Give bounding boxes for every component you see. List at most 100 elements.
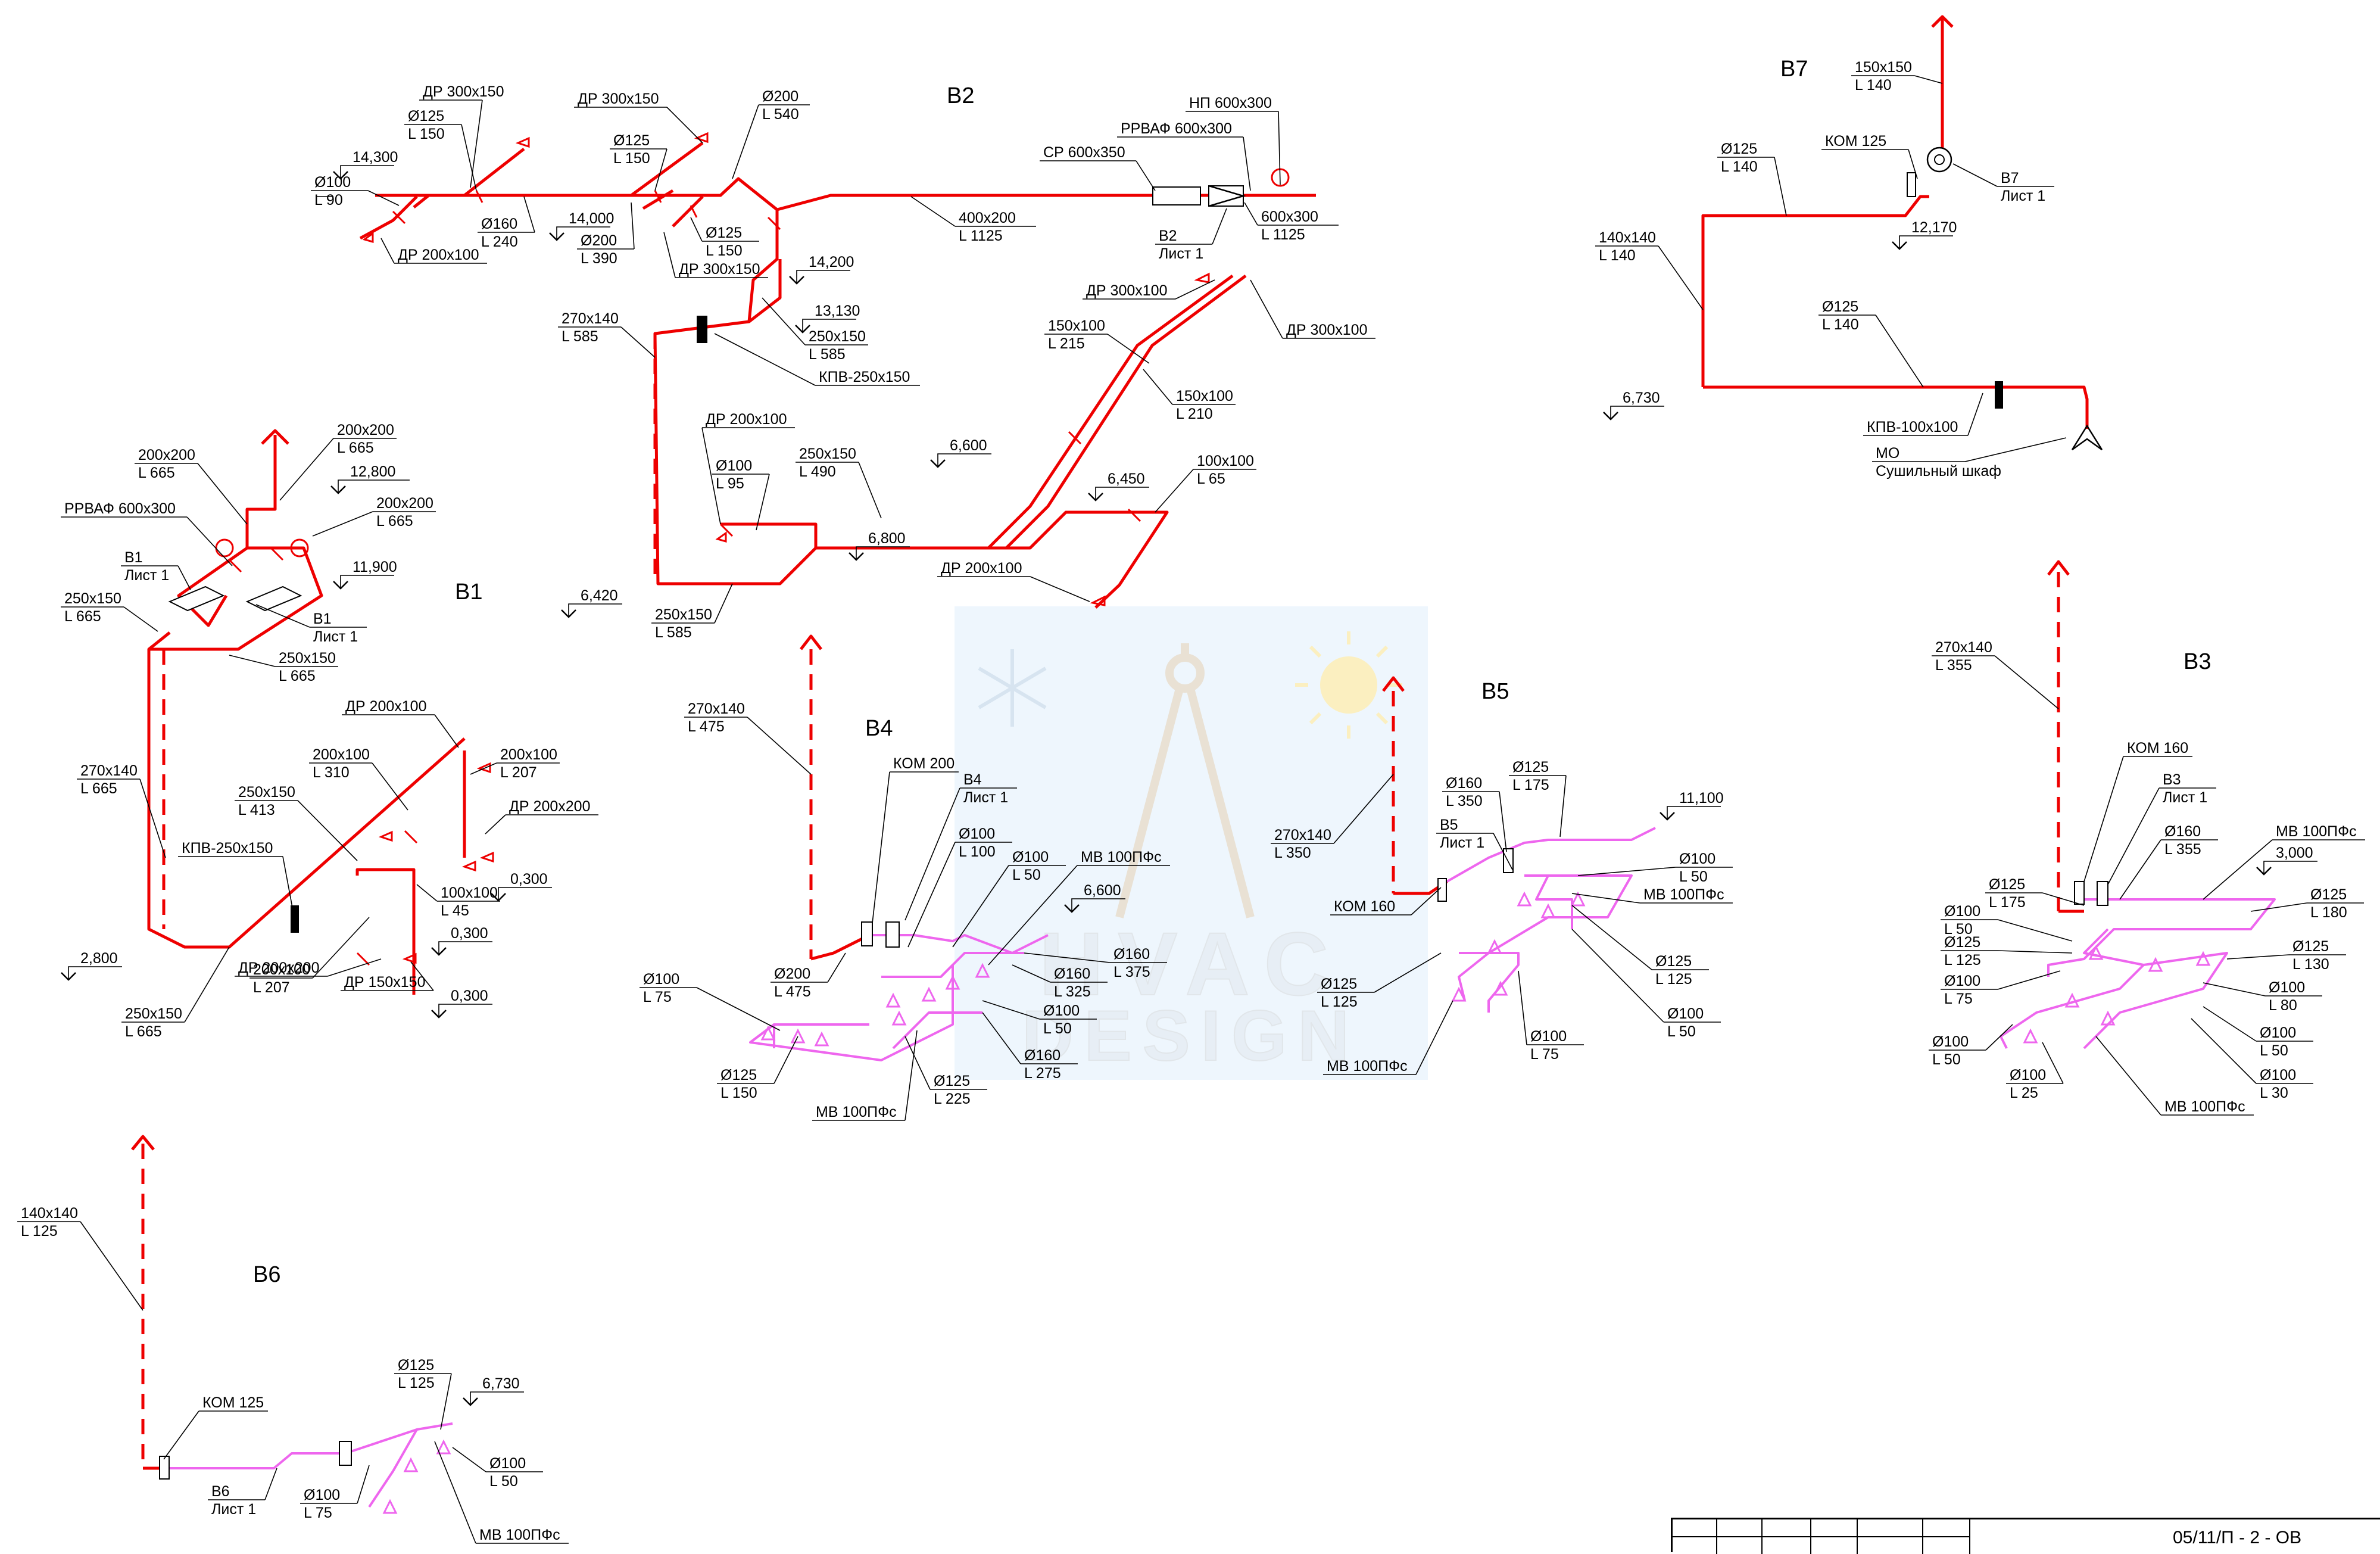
callout-text: 14,300 (353, 149, 398, 166)
callout-subtext: L 390 (581, 250, 617, 267)
callout: РРВАФ 600x300 (1117, 120, 1251, 191)
callout-subtext: L 25 (2010, 1085, 2038, 1101)
callout-text: МВ 100ПФс (816, 1104, 897, 1120)
callout-text: Ø160 (1054, 966, 1090, 982)
callout: 6,730 (1603, 390, 1664, 421)
callout-subtext: L 30 (2260, 1085, 2288, 1101)
title-block-divider (1673, 1536, 1970, 1537)
callout-text: РРВАФ 600x300 (64, 500, 176, 517)
elevation-leader (802, 319, 856, 332)
watermark-line2: DESIGN (1022, 996, 1360, 1076)
callout-subtext: L 210 (1176, 406, 1213, 422)
callout-leader (747, 717, 812, 775)
callout: 3,000 (2256, 845, 2317, 876)
callout-leader (1499, 791, 1507, 852)
compass-icon (1115, 643, 1255, 918)
callout: СР 600x350 (1040, 144, 1156, 191)
elevation-leader (1071, 898, 1125, 912)
callout-leader (416, 884, 438, 902)
callout: 12,170 (1892, 219, 1957, 250)
callout: 6,730 (463, 1375, 524, 1406)
elevation-leader (937, 453, 991, 467)
callout: 14,000 (549, 210, 614, 241)
callout-text: Ø100 (1530, 1028, 1567, 1045)
callout-leader (904, 1030, 918, 1121)
elevation-arrow-icon (333, 581, 348, 590)
callout-text: КПВ-250x150 (182, 840, 273, 857)
callout-text: 14,000 (569, 210, 614, 227)
callout-subtext: L 225 (934, 1091, 971, 1107)
callout-leader (701, 427, 721, 525)
callout-subtext: L 50 (1932, 1051, 1961, 1068)
callout-leader (2107, 787, 2160, 885)
callout-text: Ø125 (2292, 938, 2329, 955)
callout-text: В7 (2001, 170, 2019, 186)
fan-icon (1926, 147, 1952, 173)
callout-text: ДР 150x150 (344, 974, 425, 991)
callout-subtext: L 275 (1024, 1065, 1061, 1082)
diffuser-icons (2023, 945, 2211, 1044)
watermark: HVAC DESIGN (955, 606, 1428, 1080)
callout-text: Ø160 (1113, 946, 1150, 963)
callout-text: ДР 200x100 (941, 560, 1022, 577)
elevation-arrow-icon (333, 171, 348, 180)
callout-subtext: L 475 (774, 983, 811, 1000)
callout-text: Ø100 (2269, 979, 2305, 996)
callout-text: 100x100 (441, 885, 498, 901)
callout-text: 600x300 (1261, 208, 1318, 225)
callout-text: Ø125 (1512, 759, 1549, 776)
callout-text: Ø100 (1679, 851, 1715, 867)
elevation-arrow-icon (795, 325, 810, 334)
callout-leader (452, 1447, 486, 1472)
system-title-b7: В7 (1780, 57, 1808, 82)
callout-leader (1493, 833, 1513, 870)
callout-subtext: L 665 (337, 440, 374, 456)
callout-text: КОМ 200 (893, 755, 955, 772)
diffuser-icons (1451, 891, 1586, 1002)
system-b7 (1701, 15, 2103, 451)
callout-text: МВ 100ПФс (479, 1527, 560, 1543)
callout-leader (1278, 111, 1281, 185)
callout-leader (523, 196, 535, 233)
drawing-code: 05/11/П - 2 - ОВ (2173, 1528, 2302, 1547)
callout: 6,600 (1064, 882, 1125, 913)
callout-leader (666, 107, 703, 144)
callout-text: КОМ 160 (2127, 740, 2188, 756)
callout-text: Ø100 (959, 826, 995, 842)
callout-text: 270x140 (562, 310, 619, 327)
title-block: 05/11/П - 2 - ОВ (1671, 1518, 2380, 1554)
callout-leader (1571, 893, 1640, 904)
callout-text: 250x150 (238, 784, 295, 801)
air-valve-icon (2097, 881, 2108, 906)
callout: КОМ 125 (1821, 133, 1918, 179)
callout-leader (762, 297, 806, 345)
damper-icon (159, 1456, 170, 1480)
callout-text: 250x150 (125, 1005, 182, 1022)
callout-leader (988, 865, 1078, 966)
callout-text: ДР 200x100 (398, 247, 479, 263)
callout-text: Ø200 (581, 232, 617, 249)
callout: КПВ-250x150 (178, 840, 295, 921)
elevation-arrow-icon (789, 276, 804, 285)
callout-leader (1030, 576, 1090, 602)
callout-subtext: L 585 (809, 346, 846, 363)
callout-text: ДР 200x200 (238, 960, 319, 976)
callout-subtext: L 375 (1113, 964, 1150, 980)
